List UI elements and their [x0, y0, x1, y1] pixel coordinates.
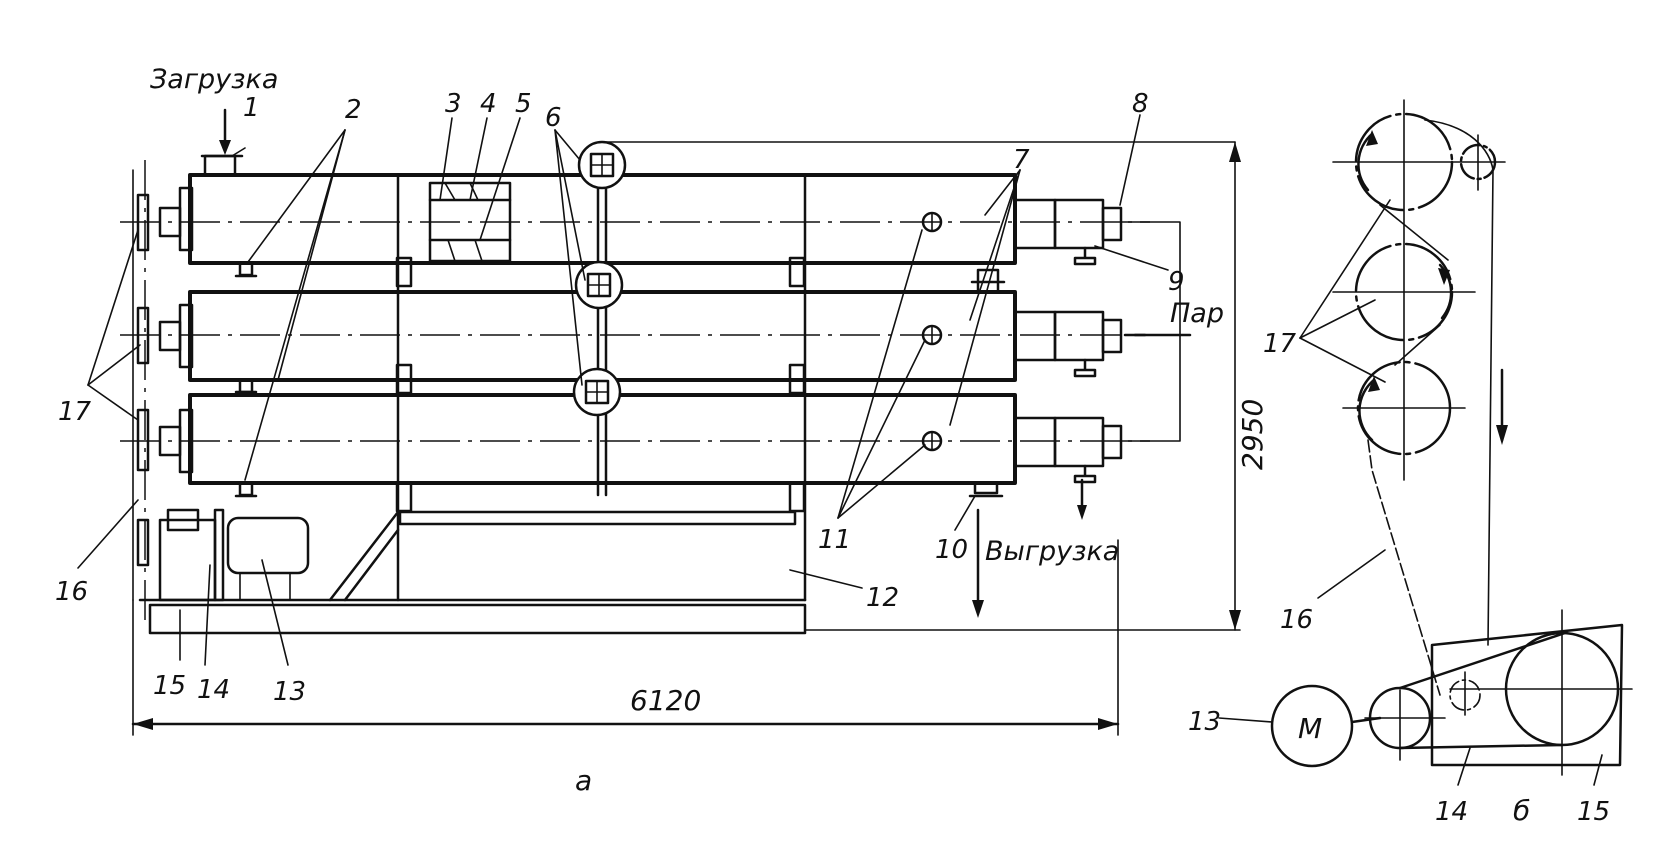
- callout-3: 3: [445, 89, 462, 119]
- tier-1-steam-cap: [1101, 206, 1123, 242]
- dimension-length: [131, 539, 1120, 736]
- view-b-caption: б: [1513, 794, 1530, 827]
- tier-2-sprocket: [136, 306, 150, 365]
- callout-13: 13: [273, 677, 306, 707]
- callout-17: 17: [58, 397, 92, 427]
- screw-tier-3: [120, 393, 1150, 498]
- electric-motor: [226, 516, 310, 575]
- tier-3-bearing: [158, 425, 182, 457]
- unload-label: Выгрузка: [985, 536, 1119, 567]
- support-brace: [328, 510, 400, 602]
- load-nozzle: [203, 154, 237, 177]
- callout-10: 10: [935, 535, 968, 565]
- arrow-right: [1098, 718, 1118, 730]
- tier-1-condensate-valve: [1073, 256, 1097, 266]
- reducer-housing: [1430, 623, 1624, 767]
- reducer: [158, 518, 217, 602]
- callout-14: 14: [197, 675, 230, 705]
- base-frame: [148, 603, 807, 635]
- callout-4: 4: [480, 89, 497, 119]
- callout-1: 1: [243, 93, 260, 123]
- callout-15: 15: [153, 671, 186, 701]
- callout-9: 9: [1168, 267, 1185, 297]
- tier-3-sprocket: [136, 408, 150, 472]
- callout-6: 6: [545, 103, 562, 133]
- support-beam: [398, 510, 797, 526]
- tier-1-steam-head: [1053, 198, 1105, 250]
- dimension-height: [804, 141, 1241, 631]
- height-dimension: 2950: [1236, 399, 1269, 470]
- callout-8: 8: [1132, 89, 1149, 119]
- tier-2-neck: [1013, 310, 1057, 362]
- callout-11: 11: [818, 525, 851, 555]
- leader-lines: [77, 114, 1169, 666]
- length-dimension: 6120: [630, 684, 701, 717]
- motor-symbol: [1270, 684, 1354, 768]
- tier-1-bearing: [158, 206, 182, 238]
- tier-2-steam-cap: [1101, 318, 1123, 354]
- view-b-callout-17: 17: [1263, 329, 1297, 359]
- tier-1-sprocket: [136, 193, 150, 252]
- rotation-arrow-bottom: [1358, 378, 1376, 442]
- view-b-callout-13: 13: [1188, 707, 1221, 737]
- callout-7: 7: [1013, 145, 1030, 175]
- callout-5: 5: [515, 89, 532, 119]
- tier-3-condensate-valve: [1073, 474, 1097, 484]
- chain-right: [1424, 119, 1494, 646]
- motor-label: M: [1298, 712, 1322, 745]
- view-a-caption: а: [575, 764, 592, 797]
- tier-3-neck: [1013, 416, 1057, 468]
- tier-1-neck: [1013, 198, 1057, 250]
- rotation-arrow-top: [1357, 132, 1374, 192]
- tier-2-steam-head: [1053, 310, 1105, 362]
- callout-12: 12: [866, 583, 899, 613]
- tier-3-steam-cap: [1101, 424, 1123, 460]
- drive-sprocket: [136, 518, 150, 567]
- callout-16: 16: [55, 577, 88, 607]
- v-belt-bottom: [1398, 743, 1564, 750]
- chain-left: [1367, 439, 1441, 696]
- tier-2-condensate-valve: [1073, 368, 1097, 378]
- drive-unit: [136, 508, 310, 602]
- arrow-left: [133, 718, 153, 730]
- steam-manifold: [1120, 221, 1181, 442]
- view-b-callout-14: 14: [1435, 797, 1468, 827]
- view-b-drive-scheme: M 17 16 13 14 15 б: [1188, 99, 1633, 827]
- tier-3-steam-head: [1053, 416, 1105, 468]
- coupling: [213, 508, 225, 602]
- view-b-callout-15: 15: [1577, 797, 1610, 827]
- view-a-side-elevation: Загрузка Выгрузка Пар 6120 2950 а 1 2 3 …: [55, 64, 1269, 797]
- load-label: Загрузка: [150, 64, 278, 95]
- steam-label: Пар: [1170, 298, 1224, 329]
- tier-2-bearing: [158, 320, 182, 352]
- callout-2: 2: [345, 95, 362, 125]
- view-b-callout-16: 16: [1280, 605, 1313, 635]
- v-belt-top: [1398, 631, 1567, 690]
- transfer-gearboxes: [572, 140, 627, 497]
- unload-outlet-10: [973, 481, 999, 495]
